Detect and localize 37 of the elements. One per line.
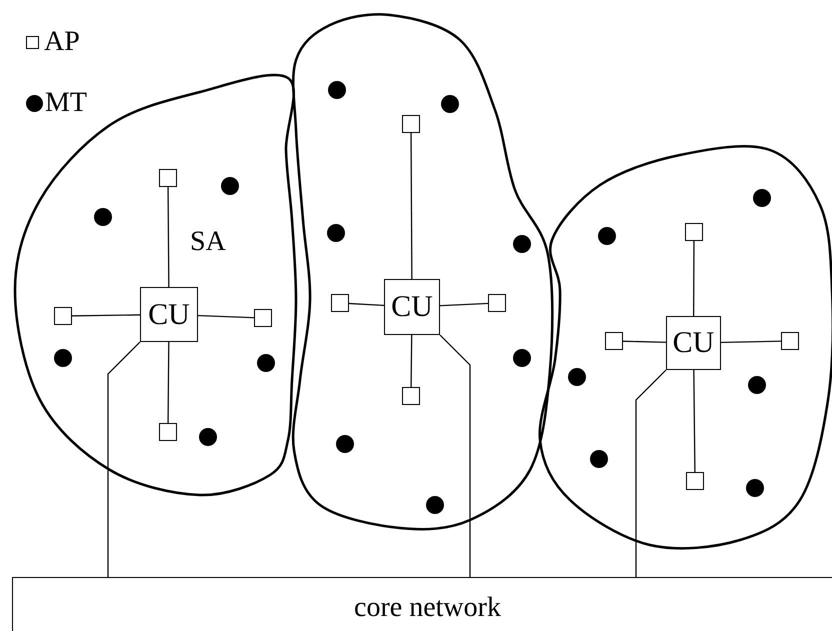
connection-line [348, 302, 384, 306]
access-point-box [605, 332, 623, 350]
access-point-box [331, 294, 349, 312]
connection-line [720, 340, 782, 344]
connection-line [635, 370, 666, 577]
connection-line [410, 133, 412, 279]
connection-line [410, 335, 412, 387]
legend-label: AP [44, 28, 80, 56]
access-point-box [781, 332, 799, 350]
service-area-outline [14, 74, 298, 496]
connection-line [440, 334, 471, 577]
control-unit-box: CU [384, 279, 440, 335]
connection-line [107, 342, 140, 577]
access-point-box [402, 387, 420, 405]
access-point-box [488, 294, 506, 312]
service-area-outline [292, 13, 554, 530]
access-point-box [402, 115, 420, 133]
connection-line [693, 370, 696, 472]
access-point-box [159, 423, 177, 441]
access-point-box [685, 223, 703, 241]
legend-label: MT [45, 89, 87, 117]
connection-line [622, 340, 666, 343]
access-point-box [54, 307, 72, 325]
access-point-box [254, 309, 272, 327]
access-point-box [159, 169, 177, 187]
access-point-box [686, 472, 704, 490]
connection-line [198, 314, 254, 318]
connection-line [693, 241, 695, 316]
area-label: SA [190, 228, 226, 256]
connection-line [72, 314, 140, 316]
core-network-box: core network [12, 577, 832, 631]
service-area-outline [538, 145, 832, 550]
connection-line [440, 302, 488, 306]
control-unit-box: CU [140, 287, 198, 342]
connection-line [167, 342, 170, 423]
connection-line [167, 187, 170, 287]
control-unit-box: CU [666, 316, 721, 370]
